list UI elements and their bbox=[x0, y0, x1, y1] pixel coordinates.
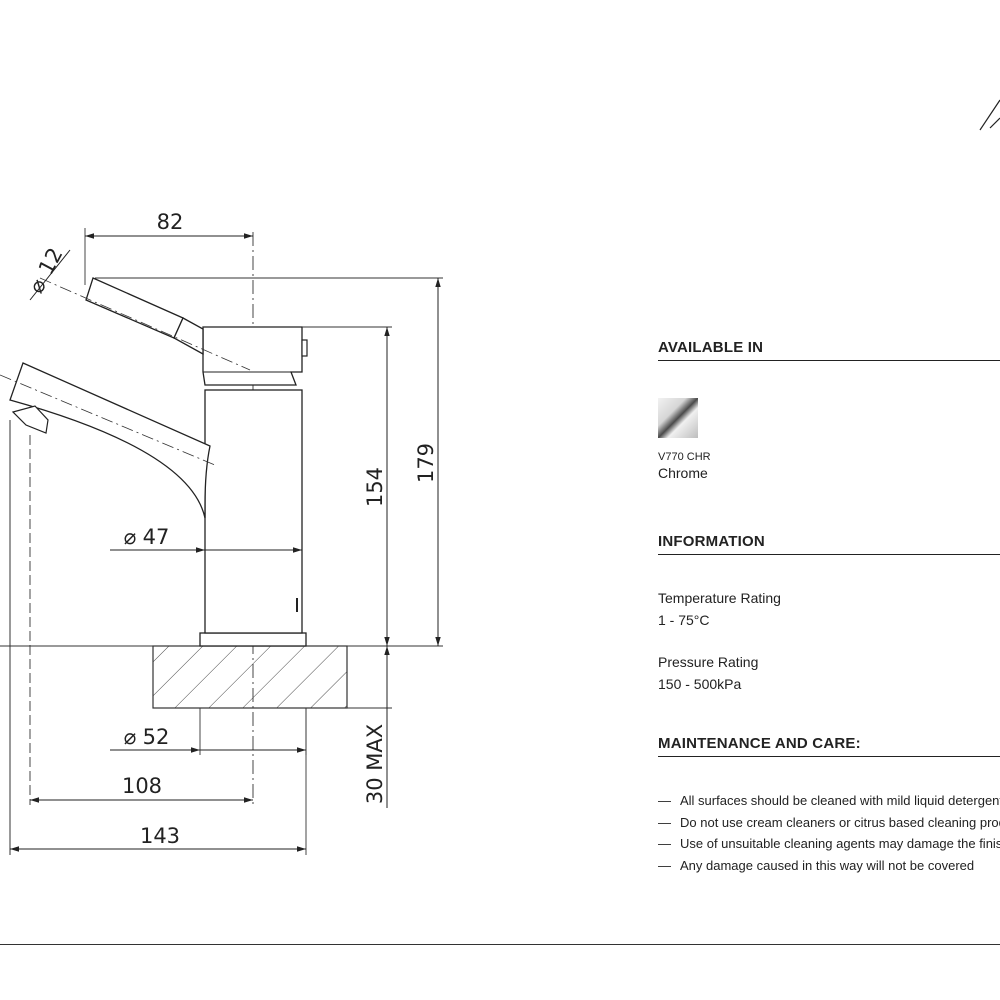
lever-handle bbox=[85, 277, 184, 339]
dash-glyph: — bbox=[658, 814, 671, 830]
available-rule bbox=[658, 360, 1000, 361]
dim-82-label: 82 bbox=[157, 210, 184, 234]
dim-52-symbol: ⌀ bbox=[124, 725, 137, 749]
list-item: — Use of unsuitable cleaning agents may d… bbox=[658, 833, 1000, 855]
pressure-label: Pressure Rating bbox=[658, 654, 759, 670]
information-title: INFORMATION bbox=[658, 533, 765, 550]
dim-179-label: 179 bbox=[414, 443, 438, 483]
available-title: AVAILABLE IN bbox=[658, 339, 764, 356]
logo-mark bbox=[979, 99, 1000, 131]
finish-name: Chrome bbox=[658, 465, 708, 481]
dash-glyph: — bbox=[658, 836, 671, 851]
care-text: Any damage caused in this way will not b… bbox=[680, 857, 975, 873]
chrome-swatch bbox=[658, 398, 698, 438]
dim-30-label: 30 MAX bbox=[363, 724, 387, 804]
temperature-label: Temperature Rating bbox=[658, 590, 781, 606]
spout-axis bbox=[0, 374, 216, 466]
care-text: Use of unsuitable cleaning agents may da… bbox=[680, 836, 1000, 851]
temperature-value: 1 - 75°C bbox=[658, 612, 710, 628]
pressure-value: 150 - 500kPa bbox=[658, 676, 742, 692]
lever-head bbox=[202, 326, 303, 386]
base-flange bbox=[199, 632, 307, 647]
spout-outlet bbox=[11, 405, 49, 434]
logo-mark-tick bbox=[989, 117, 1000, 129]
dim-12-line bbox=[29, 249, 71, 301]
dim-52-label: 52 bbox=[143, 725, 170, 749]
benchtop-section bbox=[152, 645, 348, 709]
information-rule bbox=[658, 554, 1000, 555]
finish-code: V770 CHR bbox=[658, 451, 711, 463]
dim-143-label: 143 bbox=[140, 824, 180, 848]
care-text: All surfaces should be cleaned with mild… bbox=[680, 793, 1000, 808]
maintenance-list: — All surfaces should be cleaned with mil… bbox=[658, 790, 1000, 876]
list-item: — All surfaces should be cleaned with mil… bbox=[658, 790, 1000, 812]
maintenance-title: MAINTENANCE AND CARE: bbox=[658, 735, 861, 752]
spout bbox=[9, 362, 211, 519]
tap-body bbox=[204, 389, 303, 634]
dim-108-label: 108 bbox=[122, 774, 162, 798]
list-item: — Do not use cream cleaners or citrus bas… bbox=[658, 812, 1000, 834]
dim-47-label: 47 bbox=[143, 525, 170, 549]
list-item: — Any damage caused in this way will not … bbox=[658, 855, 1000, 877]
maintenance-rule bbox=[658, 756, 1000, 757]
lever-connector bbox=[173, 317, 204, 356]
dim-154-label: 154 bbox=[363, 467, 387, 507]
dash-glyph: — bbox=[658, 793, 671, 808]
dim-12-label: 12 bbox=[34, 244, 68, 279]
lever-button bbox=[301, 339, 308, 357]
lever-axis bbox=[39, 277, 251, 371]
footer-rule bbox=[0, 944, 1000, 945]
dash-glyph: — bbox=[658, 857, 671, 873]
spec-panel: AVAILABLE IN V770 CHR Chrome INFORMATION… bbox=[658, 0, 1000, 1000]
dim-47-symbol: ⌀ bbox=[124, 525, 137, 549]
care-text: Do not use cream cleaners or citrus base… bbox=[680, 814, 1000, 830]
